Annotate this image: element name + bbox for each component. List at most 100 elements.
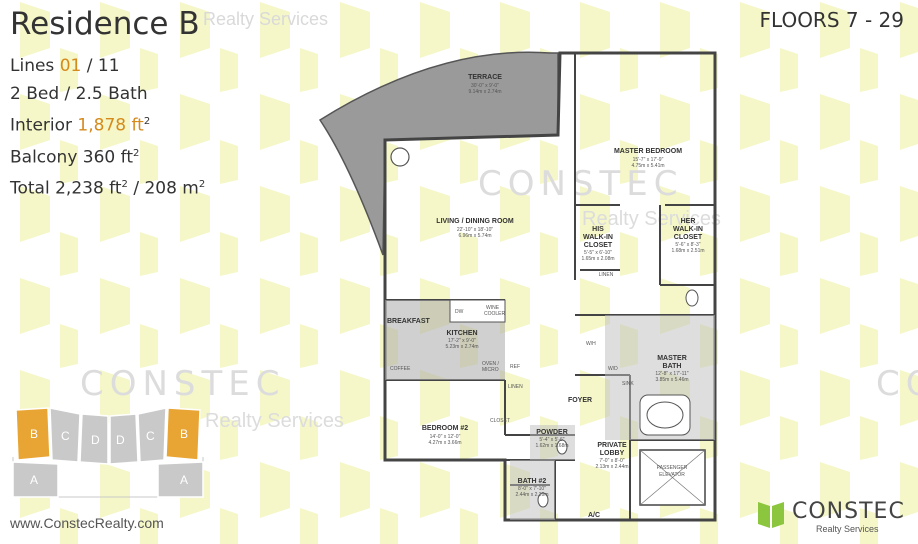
superscript: 2 [133,147,140,159]
master-bath-label-1: MASTER [657,355,687,362]
wine-cooler-line2: COOLER [484,311,506,317]
total-metric: / 208 m [127,178,199,199]
oven-micro-line2: MICRO [482,367,499,373]
foyer-label: FOYER [568,397,592,404]
powder-floor [530,425,575,460]
powder-label: POWDER [536,429,568,436]
lines-prefix: Lines [10,56,60,76]
private-lobby-dim2: 2.13m x 2.44m [595,464,628,470]
watermark-realty-left: Realty Services [205,410,344,432]
keymap-label-c-left: C [61,429,70,443]
linen-label-2: LINEN [508,384,523,390]
bedroom2-label: BEDROOM #2 [422,425,468,432]
watermark-realty-services-top: Realty Services [203,9,329,29]
keymap-unit-d-left [79,413,109,465]
breakfast-label: BREAKFAST [387,318,431,325]
keymap-unit-a-right [157,461,204,498]
master-bedroom-dim2: 4.75m x 5.41m [631,163,664,169]
keymap-label-d-right: D [116,433,125,447]
keymap-unit-c-left [49,407,81,463]
her-closet-dim2: 1.68m x 2.51m [671,248,704,254]
powder-dim1: 5'-4" x 5'-6" [539,437,564,443]
powder-dim2: 1.62m x 1.68m [535,443,568,449]
logo-tagline: Realty Services [816,524,879,534]
terrace-dim1: 30'-0" x 9'-0" [471,83,499,89]
master-bedroom-dim1: 15'-7" x 17'-9" [633,157,664,163]
residence-title: Residence B [10,6,200,42]
his-closet-dim1: 5'-5" x 6'-10" [584,250,612,256]
sink-label: SINK [622,381,634,387]
constec-hexagon-logo-icon [758,502,784,528]
building-keymap: B C D D C B A A [12,407,204,498]
living-label: LIVING / DINING ROOM [436,218,514,225]
keymap-unit-b-right [165,407,201,461]
coffee-label: COFFEE [390,366,411,372]
keymap-unit-b-left [15,407,51,461]
living-dim1: 22'-10" x 18'-10" [457,227,494,233]
ac-label: A/C [588,512,600,519]
terrace-area [318,51,559,256]
kitchen-island [449,299,506,323]
terrace-column [390,147,410,167]
floor-plan: TERRACE 30'-0" x 9'-0" 9.14m x 2.74m MAS… [318,51,717,522]
his-closet-line1: HIS [592,226,604,233]
lines-highlight: 01 [59,56,82,76]
interior-row: Interior 1,878 ft2 [10,108,205,140]
terrace-dim2: 9.14m x 2.74m [468,89,501,95]
balcony-value: Balcony 360 ft [10,147,133,168]
bedroom2-dim2: 4.27m x 3.66m [428,440,461,446]
superscript: 2 [198,179,206,191]
keymap-unit-c-right [137,407,167,463]
kitchen-label: KITCHEN [446,330,477,337]
keymap-unit-d-right [109,413,139,465]
website-link[interactable]: www.ConstecRealty.com [10,515,164,531]
logo-name: CONSTEC [792,499,905,524]
lines-rest: / 11 [81,56,120,76]
total-prefix: Total [10,178,56,199]
her-closet-line3: CLOSET [674,234,703,241]
superscript: 2 [143,116,151,127]
toilet-bath2 [537,492,549,508]
keymap-label-a-left: A [30,473,38,487]
linen-label-1: LINEN [599,272,614,278]
watermark-constec-right: CONSTEC [876,364,918,404]
total-row: Total 2,238 ft2 / 208 m2 [10,171,205,203]
interior-value: 1,878 ft [77,115,144,136]
bath2-floor [510,460,555,520]
elevator-line2: ELEVATOR [659,472,685,478]
keymap-unit-a-left [12,461,59,498]
keymap-label-b-left: B [30,427,38,441]
watermark-realty-center: Realty Services [582,208,721,230]
watermark-constec-left: CONSTEC [80,364,286,404]
keymap-label-d-left: D [91,433,100,447]
interior-prefix: Interior [10,115,78,136]
kitchen-dim1: 17'-2" x 9'-0" [448,338,476,344]
master-bath-label-2: BATH [663,363,682,370]
lines-row: Lines 01 / 11 [10,52,205,80]
beds-baths-row: 2 Bed / 2.5 Bath [10,84,148,104]
master-bath-dim2: 3.85m x 5.46m [655,377,688,383]
wd-label: W/D [608,366,618,372]
bath2-dim2: 2.44m x 2.39m [515,492,548,498]
watermark-constec-center: CONSTEC [478,164,684,204]
toilet-master [685,289,699,307]
living-dim2: 6.96m x 5.74m [458,233,491,239]
master-bedroom-label: MASTER BEDROOM [614,148,682,155]
toilet-powder [556,439,568,455]
his-closet-dim2: 1.65m x 2.08m [581,256,614,262]
wine-cooler-line1: WINE [486,305,500,311]
private-lobby-dim1: 7'-0" x 8'-0" [599,458,624,464]
keymap-label-a-right: A [180,473,188,487]
oven-micro-line1: OVEN / [482,361,500,367]
her-closet-line1: HER [681,218,696,225]
closet-label: CLOSET [490,418,510,424]
her-closet-line2: WALK-IN [673,226,703,233]
master-bath-dim1: 12'-8" x 17'-11" [655,371,688,377]
exterior-walls [383,51,717,522]
ref-label: REF [510,364,520,370]
bath2-label: BATH #2 [518,478,547,485]
keymap-label-b-right: B [180,427,188,441]
private-lobby-line2: LOBBY [600,450,625,457]
elevator-line1: PASSENGER [657,465,688,471]
his-closet-line2: WALK-IN [583,234,613,241]
